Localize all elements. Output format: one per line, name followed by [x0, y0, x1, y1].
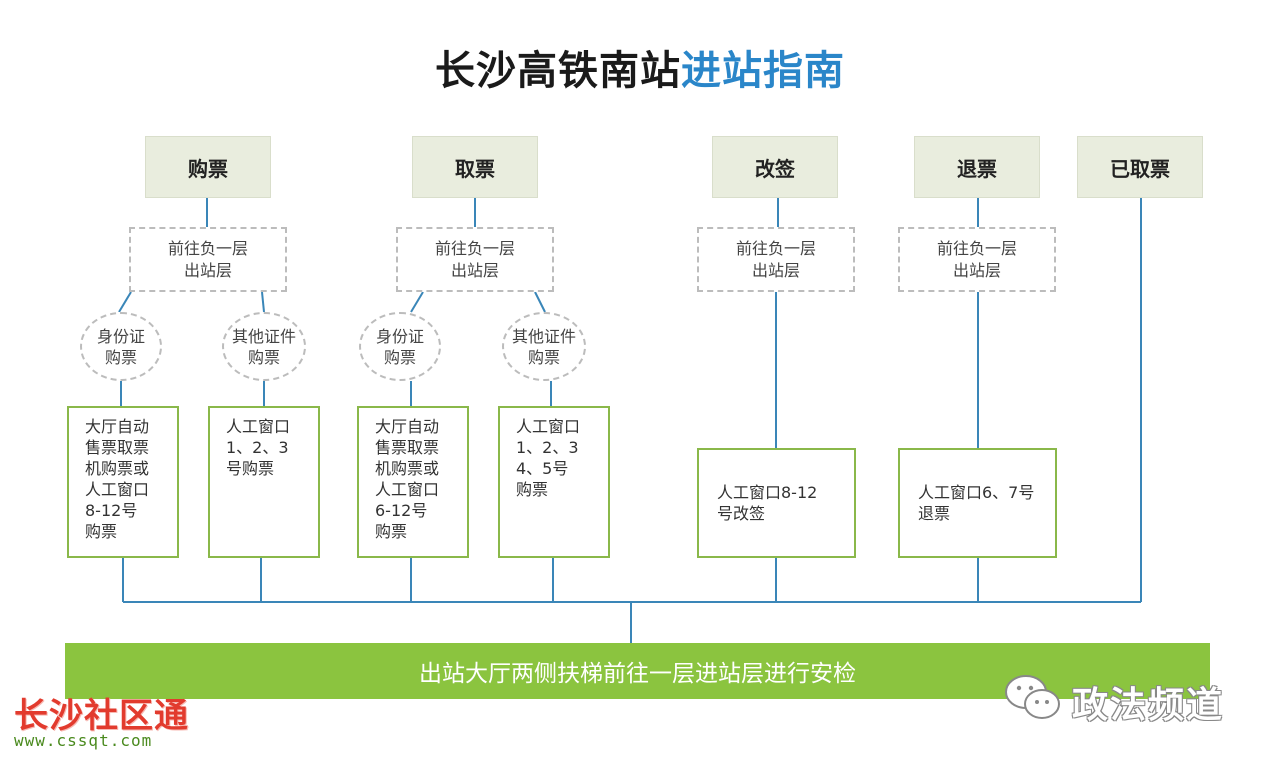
- go-floor-box-refund: 前往负一层 出站层: [898, 227, 1056, 292]
- connector: [534, 291, 546, 313]
- connector: [410, 291, 424, 313]
- go-floor-box-buy: 前往负一层 出站层: [129, 227, 287, 292]
- oval-other-id-pickup: 其他证件 购票: [502, 312, 586, 381]
- category-refund: 退票: [914, 136, 1040, 198]
- category-change: 改签: [712, 136, 838, 198]
- security-check-bar: 出站大厅两侧扶梯前往一层进站层进行安检: [65, 643, 1210, 699]
- category-pickup: 取票: [412, 136, 538, 198]
- title-part-main: 长沙高铁南站: [435, 48, 681, 94]
- oval-id-card-buy: 身份证 购票: [80, 312, 162, 381]
- connector: [261, 291, 265, 313]
- connector: [118, 291, 132, 313]
- detail-box-buy-other: 人工窗口 1、2、3 号购票: [208, 406, 320, 558]
- go-floor-box-change: 前往负一层 出站层: [697, 227, 855, 292]
- detail-box-pickup-other: 人工窗口 1、2、3 4、5号 购票: [498, 406, 610, 558]
- category-buy: 购票: [145, 136, 271, 198]
- detail-box-buy-id: 大厅自动 售票取票 机购票或 人工窗口 8-12号 购票: [67, 406, 179, 558]
- detail-box-refund: 人工窗口6、7号 退票: [898, 448, 1057, 558]
- oval-other-id-buy: 其他证件 购票: [222, 312, 306, 381]
- go-floor-box-pickup: 前往负一层 出站层: [396, 227, 554, 292]
- oval-id-card-pickup: 身份证 购票: [359, 312, 441, 381]
- page-title: 长沙高铁南站进站指南: [0, 38, 1280, 96]
- title-part-highlight: 进站指南: [681, 48, 845, 94]
- watermark-url: www.cssqt.com: [14, 731, 153, 750]
- watermark-brand: 长沙社区通: [14, 696, 189, 736]
- watermark-account: 政法频道: [1072, 685, 1225, 726]
- detail-box-change: 人工窗口8-12 号改签: [697, 448, 856, 558]
- wechat-icon: [1005, 675, 1060, 719]
- detail-box-pickup-id: 大厅自动 售票取票 机购票或 人工窗口 6-12号 购票: [357, 406, 469, 558]
- category-picked: 已取票: [1077, 136, 1203, 198]
